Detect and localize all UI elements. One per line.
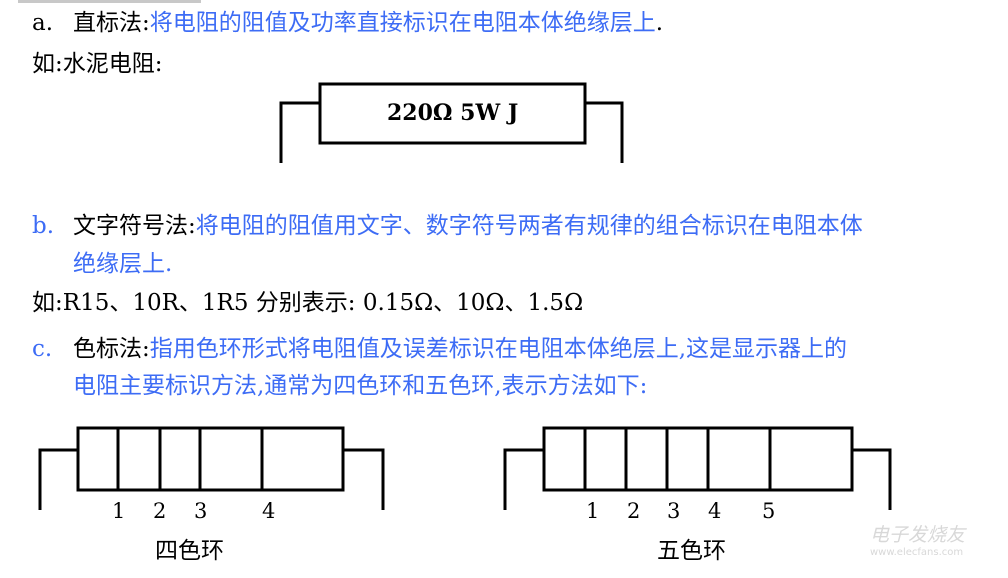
item-b-desc-cont: 绝缘层上. — [73, 251, 173, 277]
band-number: 1 — [586, 499, 600, 523]
watermark-logo: 电子发烧友 www.elecfans.com — [870, 520, 965, 558]
watermark-url: www.elecfans.com — [870, 547, 964, 558]
item-c-desc: 指用色环形式将电阻值及误差标识在电阻本体绝层上,这是显示器上的 — [149, 336, 848, 362]
item-b-desc: 将电阻的阻值用文字、数字符号两者有规律的组合标识在电阻本体 — [195, 213, 863, 239]
five-band-resistor — [503, 426, 892, 510]
watermark-text: 电子发烧友 — [870, 524, 966, 546]
item-a-text: 直标法:将电阻的阻值及功率直接标识在电阻本体绝缘层上. — [73, 12, 663, 35]
band-number: 4 — [708, 499, 722, 523]
item-a-example: 如:水泥电阻: — [32, 51, 163, 77]
item-a-term: 直标法: — [73, 10, 150, 36]
item-b-example: 如:R15、10R、1R5 分别表示: 0.15Ω、10Ω、1.5Ω — [32, 290, 584, 316]
item-a-end: . — [655, 10, 664, 36]
item-c-text: 色标法:指用色环形式将电阻值及误差标识在电阻本体绝层上,这是显示器上的 — [73, 338, 847, 361]
five-band-caption: 五色环 — [657, 538, 726, 564]
item-c-label: c. — [32, 336, 53, 362]
band-number: 2 — [627, 499, 641, 523]
item-a-label: a. — [32, 10, 54, 36]
band-number: 5 — [762, 499, 776, 523]
band-number: 4 — [262, 499, 276, 523]
item-b-text: 文字符号法:将电阻的阻值用文字、数字符号两者有规律的组合标识在电阻本体 — [73, 215, 863, 238]
item-b-term: 文字符号法: — [73, 213, 196, 239]
four-band-resistor — [38, 426, 385, 510]
band-number: 1 — [112, 499, 126, 523]
cement-resistor — [279, 82, 624, 163]
item-b-label: b. — [32, 213, 55, 239]
band-number: 2 — [153, 499, 167, 523]
top-divider — [18, 0, 201, 3]
four-band-caption: 四色环 — [155, 538, 224, 564]
item-c-desc-cont: 电阻主要标识方法,通常为四色环和五色环,表示方法如下: — [73, 373, 648, 399]
band-number: 3 — [194, 499, 208, 523]
resistor-marking: 220Ω 5W J — [387, 100, 519, 126]
band-number: 3 — [667, 499, 681, 523]
item-c-term: 色标法: — [73, 336, 150, 362]
item-a-desc: 将电阻的阻值及功率直接标识在电阻本体绝缘层上 — [149, 10, 656, 36]
